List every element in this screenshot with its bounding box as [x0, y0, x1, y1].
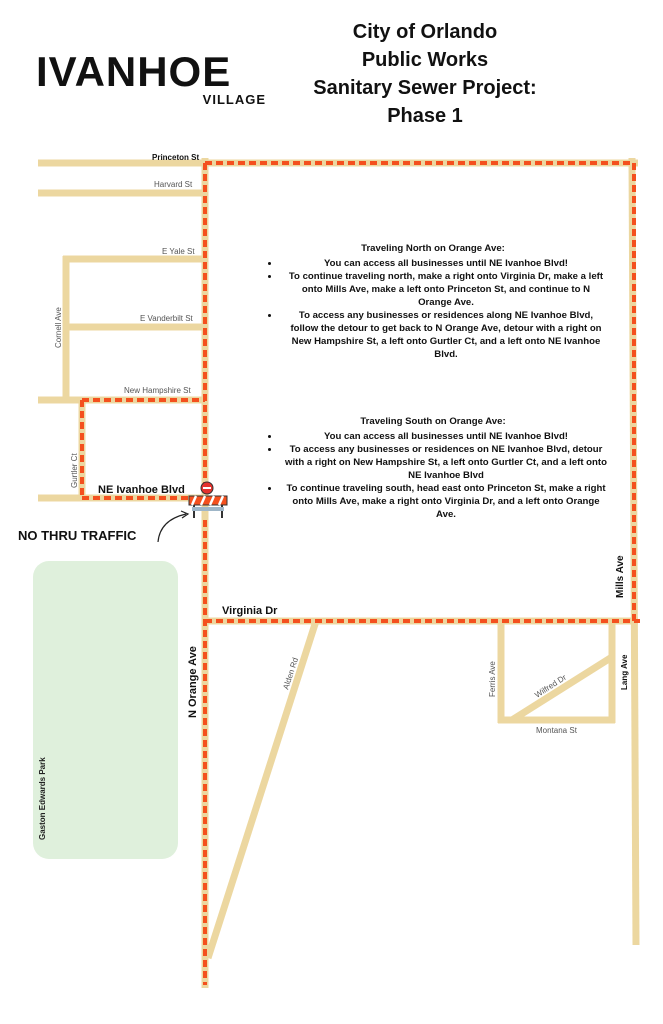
label-virginia: Virginia Dr	[222, 605, 278, 617]
label-mills: Mills Ave	[615, 555, 626, 598]
gaston-edwards-park	[33, 561, 178, 859]
label-yale: E Yale St	[162, 247, 195, 256]
north-directions: Traveling North on Orange Ave: You can a…	[258, 242, 608, 361]
label-gurtler: Gurtler Ct	[70, 453, 79, 488]
north-heading: Traveling North on Orange Ave:	[361, 243, 505, 254]
north-item: To continue traveling north, make a righ…	[280, 270, 608, 309]
south-item: To continue traveling south, head east o…	[280, 482, 608, 521]
label-harvard: Harvard St	[154, 180, 193, 189]
label-princeton: Princeton St	[152, 153, 199, 162]
label-montana: Montana St	[536, 726, 578, 735]
label-lang: Lang Ave	[620, 654, 629, 690]
ivanhoe-village-logo: IVANHOE VILLAGE	[36, 48, 266, 108]
label-cornell: Cornell Ave	[54, 307, 63, 348]
label-ferris: Ferris Ave	[488, 661, 497, 697]
road-closed-barricade-icon	[188, 481, 228, 518]
south-item: You can access all businesses until NE I…	[280, 430, 608, 443]
label-new-hampshire: New Hampshire St	[124, 386, 191, 395]
north-item: To access any businesses or residences a…	[280, 309, 608, 361]
no-thru-traffic-label: NO THRU TRAFFIC	[18, 528, 137, 543]
south-item: To access any businesses or residences o…	[280, 443, 608, 482]
north-item: You can access all businesses until NE I…	[280, 257, 608, 270]
label-n-orange: N Orange Ave	[187, 646, 199, 718]
label-ne-ivanhoe: NE Ivanhoe Blvd	[98, 484, 185, 496]
south-directions: Traveling South on Orange Ave: You can a…	[258, 415, 608, 521]
page-title: City of Orlando Public Works Sanitary Se…	[313, 21, 537, 127]
road-wilfred	[510, 654, 614, 723]
label-vanderbilt: E Vanderbilt St	[140, 314, 194, 323]
no-thru-arrow-icon	[157, 513, 187, 543]
south-heading: Traveling South on Orange Ave:	[360, 416, 506, 427]
road-alden	[204, 619, 320, 960]
